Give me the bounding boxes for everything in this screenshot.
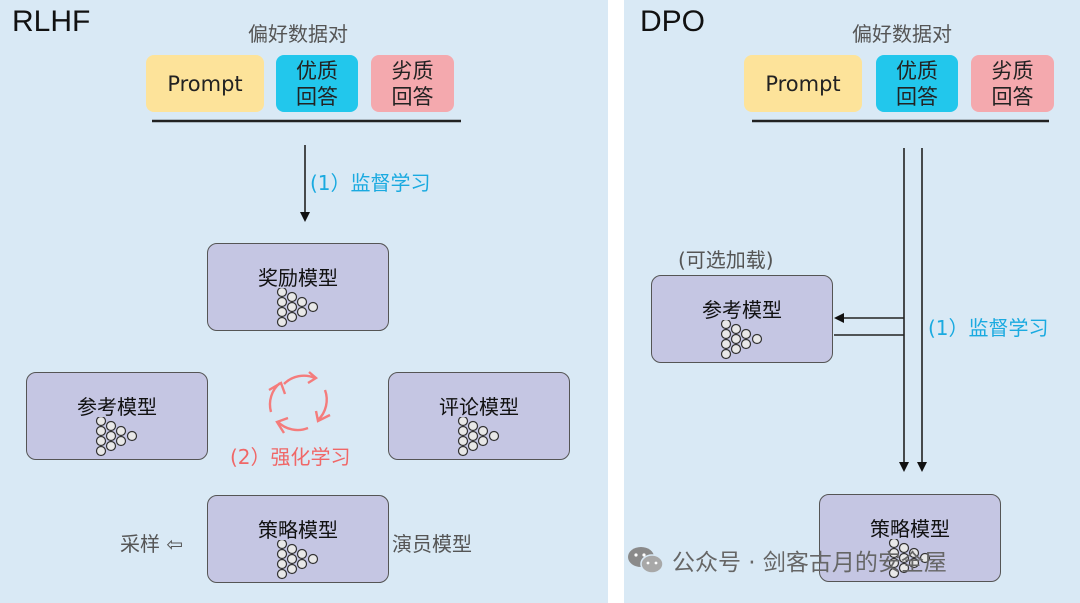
rlhf-reference-model-box: 参考模型 [26,372,208,460]
rlhf-policy-model-name: 策略模型 [258,518,338,542]
neural-network-icon [720,320,763,360]
rlhf-prompt-pill: Prompt [146,55,264,112]
sampling-label: 采样 ⇦ [120,532,184,556]
neural-network-icon [95,417,138,457]
dpo-reference-model-name: 参考模型 [702,298,782,322]
reward-model-name: 奖励模型 [258,266,338,290]
rlhf-title: RLHF [12,5,91,38]
rlhf-bad-answer-pill: 劣质 回答 [371,55,454,112]
dpo-title: DPO [640,5,706,38]
rl-cycle-icon [268,371,331,434]
dpo-good-answer-pill: 优质 回答 [876,55,958,112]
critic-model-name: 评论模型 [439,395,519,419]
watermark-text: 公众号 · 剑客古月的安全屋 [672,550,947,576]
neural-network-icon [888,539,931,579]
reward-model-box: 奖励模型 [207,243,389,331]
wechat-icon [628,547,664,574]
rlhf-step2-label: (2）强化学习 [230,445,351,469]
dpo-step1-label: (1）监督学习 [928,316,1049,340]
rlhf-reference-model-name: 参考模型 [77,395,157,419]
dpo-policy-model-name: 策略模型 [870,517,950,541]
dpo-reference-model-box: 参考模型 [651,275,833,363]
dpo-policy-model-box: 策略模型 [819,494,1001,582]
dpo-bad-answer-pill: 劣质 回答 [971,55,1054,112]
rlhf-pair-label: 偏好数据对 [248,22,348,46]
rlhf-policy-model-box: 策略模型 [207,495,389,583]
dpo-pair-label: 偏好数据对 [852,22,952,46]
critic-model-box: 评论模型 [388,372,570,460]
neural-network-icon [276,288,319,328]
rlhf-step1-label: (1）监督学习 [310,171,431,195]
neural-network-icon [276,540,319,580]
actor-model-label: 演员模型 [392,532,472,556]
neural-network-icon [457,417,500,457]
dpo-prompt-pill: Prompt [744,55,862,112]
rlhf-good-answer-pill: 优质 回答 [276,55,358,112]
optional-load-label: (可选加载) [678,248,774,272]
